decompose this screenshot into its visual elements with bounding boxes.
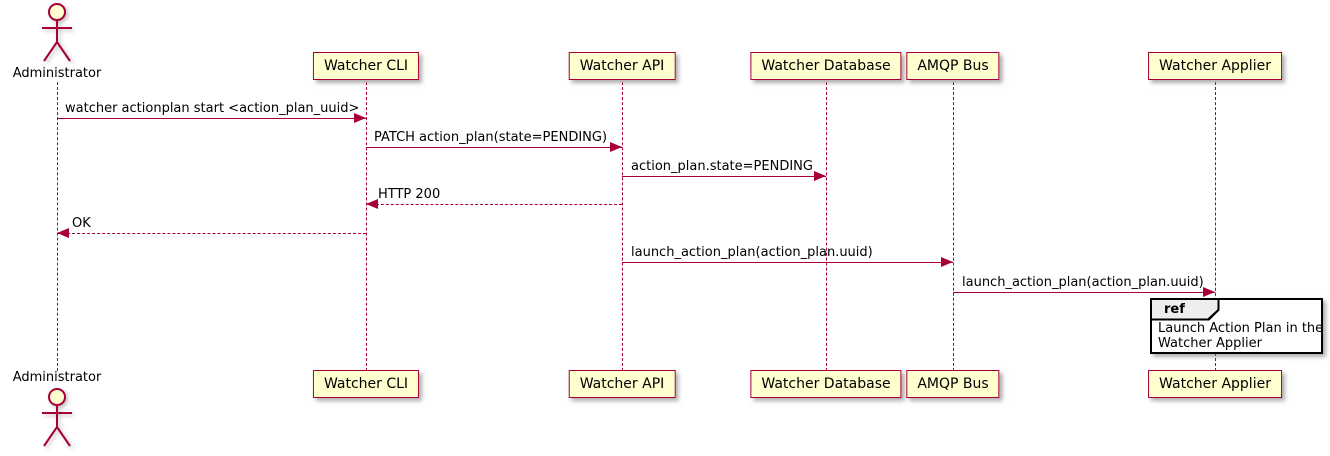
ref-text-line-1: Launch Action Plan in the: [1158, 321, 1324, 336]
arrowhead-right-icon: [1203, 287, 1215, 297]
participant-watcher-cli-bottom: Watcher CLI: [312, 370, 420, 398]
message-line: [953, 292, 1215, 293]
lifeline-watcher-applier: [1215, 82, 1216, 371]
lifeline-watcher-database: [826, 82, 827, 371]
message-label: launch_action_plan(action_plan.uuid): [631, 245, 873, 260]
participant-watcher-api-top: Watcher API: [568, 52, 676, 80]
message-label: action_plan.state=PENDING: [631, 159, 813, 174]
ref-body: Launch Action Plan in the Watcher Applie…: [1158, 321, 1323, 351]
ref-header-pentagon: [1151, 299, 1220, 321]
message-label: watcher actionplan start <action_plan_uu…: [65, 101, 360, 116]
message-line-dashed: [366, 204, 622, 205]
message-label: OK: [72, 216, 91, 231]
participant-watcher-cli-top: Watcher CLI: [312, 52, 420, 80]
arrowhead-right-icon: [610, 142, 622, 152]
ref-fragment: ref Launch Action Plan in the Watcher Ap…: [1150, 298, 1323, 354]
lifeline-administrator: [57, 82, 58, 371]
message-line: [622, 262, 953, 263]
message-line-dashed: [57, 233, 366, 234]
actor-icon: [42, 3, 72, 62]
arrowhead-right-icon: [941, 257, 953, 267]
lifeline-watcher-api: [622, 82, 623, 371]
arrowhead-left-icon: [57, 228, 69, 238]
participant-watcher-database-top: Watcher Database: [750, 52, 902, 80]
ref-keyword: ref: [1164, 302, 1185, 317]
message-label: launch_action_plan(action_plan.uuid): [962, 275, 1204, 290]
arrowhead-left-icon: [366, 199, 378, 209]
arrowhead-right-icon: [814, 171, 826, 181]
arrowhead-right-icon: [354, 113, 366, 123]
actor-label-administrator-bottom: Administrator: [12, 370, 102, 385]
participant-amqp-bus-top: AMQP Bus: [906, 52, 1000, 80]
actor-label-administrator-top: Administrator: [12, 66, 102, 81]
participant-watcher-api-bottom: Watcher API: [568, 370, 676, 398]
message-line: [57, 118, 366, 119]
message-label: HTTP 200: [378, 187, 441, 202]
participant-watcher-applier-bottom: Watcher Applier: [1148, 370, 1282, 398]
ref-text-line-2: Watcher Applier: [1158, 336, 1262, 351]
actor-icon: [42, 388, 72, 447]
participant-watcher-applier-top: Watcher Applier: [1148, 52, 1282, 80]
participant-watcher-database-bottom: Watcher Database: [750, 370, 902, 398]
lifeline-amqp-bus: [953, 82, 954, 371]
message-line: [366, 147, 622, 148]
lifeline-watcher-cli: [366, 82, 367, 371]
message-label: PATCH action_plan(state=PENDING): [374, 130, 608, 145]
participant-amqp-bus-bottom: AMQP Bus: [906, 370, 1000, 398]
message-line: [622, 176, 826, 177]
